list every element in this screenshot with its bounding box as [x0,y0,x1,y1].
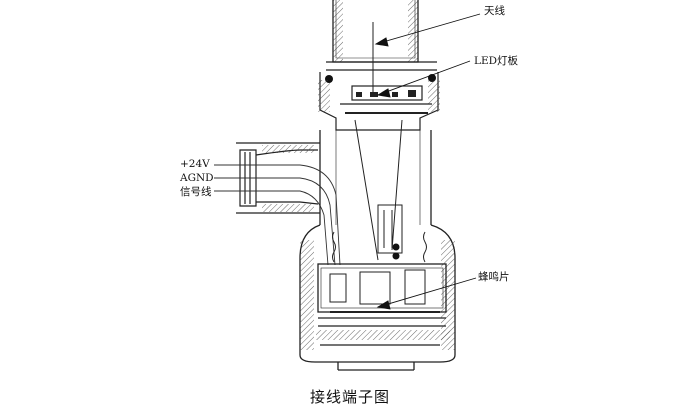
lower-body [299,224,456,371]
diagram-caption: 接线端子图 [309,388,390,406]
antenna-label: 天线 [484,4,505,17]
wire-label-24v: +24V [180,158,210,170]
internal-pcb [354,119,403,261]
top-cap [326,0,437,71]
led-housing [318,72,440,131]
lower-screws [332,231,427,263]
buzzer-components [329,269,440,313]
wire-label-signal: 信号线 [180,185,212,198]
leader-lines [374,13,481,310]
terminal-contacts [392,243,400,260]
wire-label-agnd: AGND [179,172,214,184]
buzzer-label: 蜂鸣片 [478,270,510,283]
led-board [356,90,416,97]
input-wires [214,164,341,266]
led-board-label: LED灯板 [474,54,519,67]
top-cap-screws [325,74,436,83]
central-tube [319,120,432,225]
